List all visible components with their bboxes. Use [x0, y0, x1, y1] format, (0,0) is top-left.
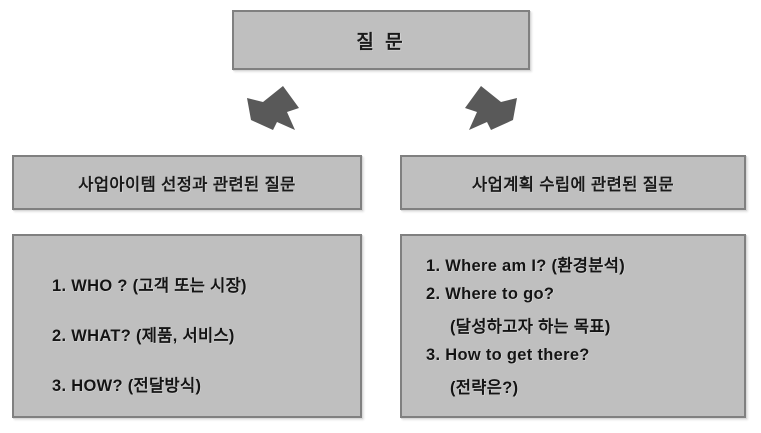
arrow-down-left-icon [247, 86, 299, 130]
list-item: 3. How to get there? [426, 346, 590, 364]
branch-content-right: 1. Where am I? (환경분석) 2. Where to go? (달성하… [400, 234, 746, 418]
arrow-down-right-icon [465, 86, 517, 130]
branch-header-left-label: 사업아이템 선정과 관련된 질문 [78, 175, 296, 194]
root-question-label: 질 문 [356, 31, 406, 53]
list-item: 2. Where to go? [426, 285, 555, 303]
branch-right-item-list: 1. Where am I? (환경분석) 2. Where to go? (달성하… [402, 242, 744, 398]
list-item: (전략은?) [450, 379, 519, 397]
list-item: 3. HOW? (전달방식) [52, 377, 202, 395]
list-item: 2. WHAT? (제품, 서비스) [52, 327, 235, 345]
branch-header-right: 사업계획 수립에 관련된 질문 [400, 155, 746, 210]
list-item: 1. Where am I? (환경분석) [426, 257, 626, 275]
list-item: (달성하고자 하는 목표) [450, 318, 611, 336]
branch-content-left: 1. WHO ? (고객 또는 시장) 2. WHAT? (제품, 서비스) 3. … [12, 234, 362, 418]
root-question-box: 질 문 [232, 10, 530, 70]
branch-header-right-label: 사업계획 수립에 관련된 질문 [472, 175, 674, 194]
list-item: 1. WHO ? (고객 또는 시장) [52, 277, 247, 295]
branch-header-left: 사업아이템 선정과 관련된 질문 [12, 155, 362, 210]
branch-left-item-list: 1. WHO ? (고객 또는 시장) 2. WHAT? (제품, 서비스) 3. … [14, 242, 360, 396]
